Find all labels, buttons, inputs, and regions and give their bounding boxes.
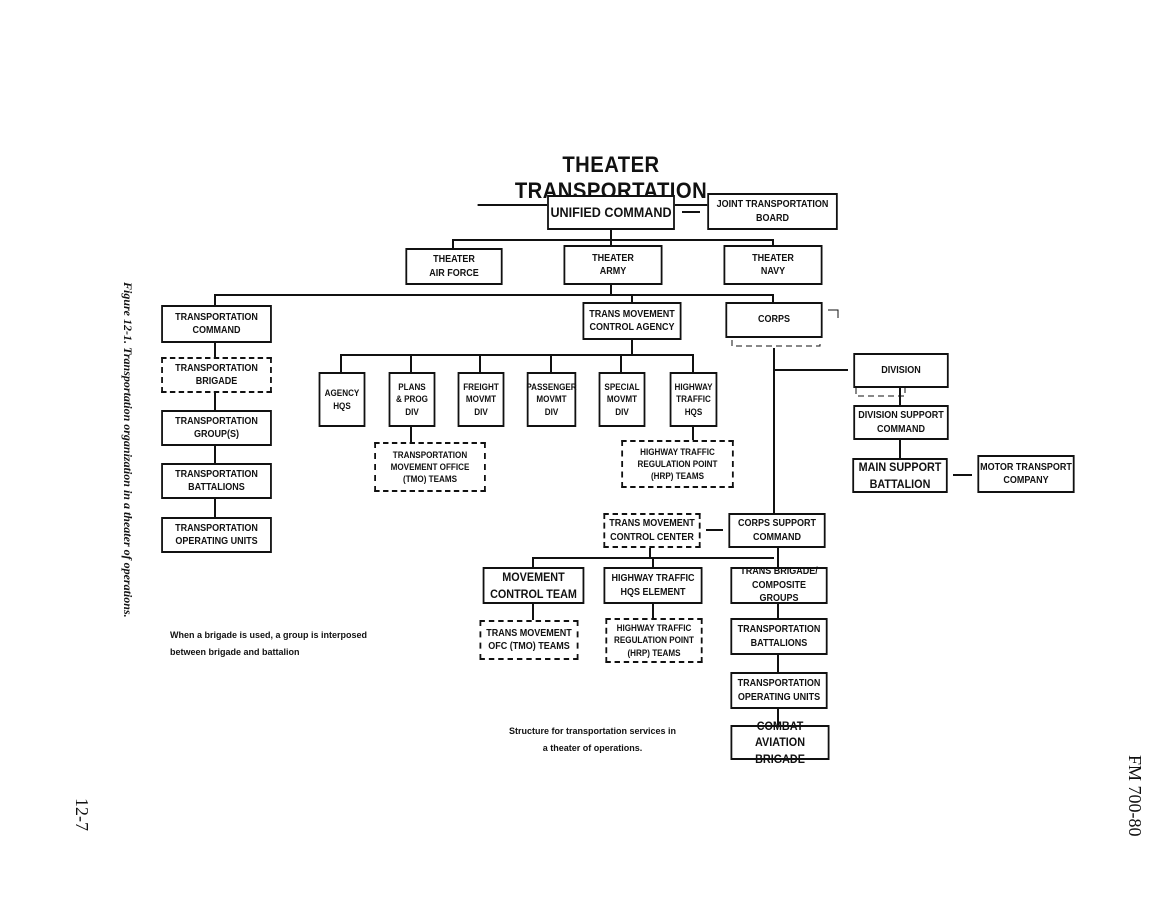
trans-movement-ofc-tmo-teams-box: TRANS MOVEMENT OFC (TMO) TEAMS xyxy=(479,620,579,660)
page-number: 12-7 xyxy=(72,798,92,831)
division-box: DIVISION xyxy=(853,353,949,388)
main-support-battalion-box: MAIN SUPPORT BATTALION xyxy=(852,458,948,493)
freight-movmt-div-box: FREIGHT MOVMT DIV xyxy=(457,372,505,427)
corps-transportation-operating-units-box: TRANSPORTATION OPERATING UNITS xyxy=(730,672,828,709)
corps-box: CORPS xyxy=(725,302,823,338)
division-support-command-box: DIVISION SUPPORT COMMAND xyxy=(853,405,949,440)
hrp-teams-corps-box: HIGHWAY TRAFFIC REGULATION POINT (HRP) T… xyxy=(605,618,703,663)
brigade-note: When a brigade is used, a group is inter… xyxy=(170,630,368,658)
theater-army-box: THEATER ARMY xyxy=(563,245,663,285)
transportation-brigade-box: TRANSPORTATION BRIGADE xyxy=(161,357,272,393)
trans-movement-control-agency-box: TRANS MOVEMENT CONTROL AGENCY xyxy=(582,302,682,340)
figure-caption: Figure 12-1. Transportation organization… xyxy=(121,282,135,618)
agency-hqs-box: AGENCY HQS xyxy=(318,372,366,427)
transportation-group-box: TRANSPORTATION GROUP(S) xyxy=(161,410,272,446)
motor-transport-company-box: MOTOR TRANSPORT COMPANY xyxy=(977,455,1075,493)
unified-command-box: UNIFIED COMMAND xyxy=(547,195,675,230)
plans-prog-div-box: PLANS & PROG DIV xyxy=(388,372,436,427)
highway-traffic-hqs-element-box: HIGHWAY TRAFFIC HQS ELEMENT xyxy=(603,567,703,604)
theater-navy-box: THEATER NAVY xyxy=(723,245,823,285)
passenger-movmt-div-box: PASSENGER MOVMT DIV xyxy=(526,372,577,427)
highway-traffic-hqs-box: HIGHWAY TRAFFIC HQS xyxy=(669,372,718,427)
trans-movement-control-center-box: TRANS MOVEMENT CONTROL CENTER xyxy=(603,513,701,548)
transportation-battalions-box: TRANSPORTATION BATTALIONS xyxy=(161,463,272,499)
corps-transportation-battalions-box: TRANSPORTATION BATTALIONS xyxy=(730,618,828,655)
special-movmt-div-box: SPECIAL MOVMT DIV xyxy=(598,372,646,427)
hrp-teams-box: HIGHWAY TRAFFIC REGULATION POINT (HRP) T… xyxy=(621,440,734,488)
corps-support-command-box: CORPS SUPPORT COMMAND xyxy=(728,513,826,548)
tmo-teams-box: TRANSPORTATION MOVEMENT OFFICE (TMO) TEA… xyxy=(374,442,486,492)
movement-control-team-box: MOVEMENT CONTROL TEAM xyxy=(482,567,585,604)
combat-aviation-brigade-box: COMBAT AVIATION BRIGADE xyxy=(730,719,830,766)
trans-brigade-composite-groups-box: TRANS BRIGADE/ COMPOSITE GROUPS xyxy=(730,566,828,604)
theater-air-force-box: THEATER AIR FORCE xyxy=(405,248,503,285)
transportation-command-box: TRANSPORTATION COMMAND xyxy=(161,305,272,343)
manual-id: FM 700-80 xyxy=(1125,755,1145,837)
joint-transportation-board-box: JOINT TRANSPORTATION BOARD xyxy=(707,193,838,230)
transportation-operating-units-box: TRANSPORTATION OPERATING UNITS xyxy=(161,517,272,553)
structure-note: Structure for transportation services in… xyxy=(508,726,677,754)
